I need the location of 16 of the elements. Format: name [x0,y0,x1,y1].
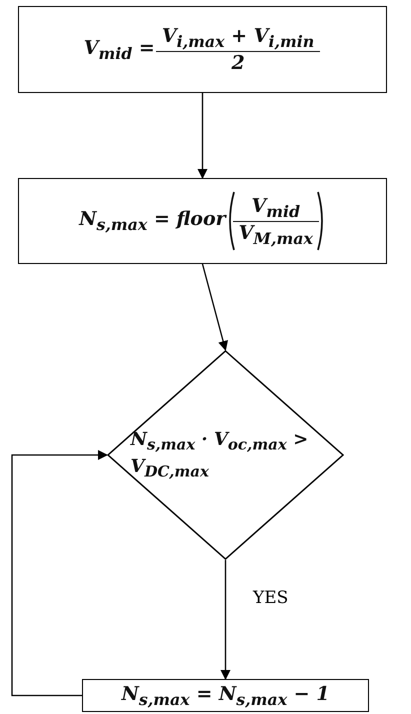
formula-text: V$_{mid}$ = [84,36,155,62]
decision-diamond [107,350,344,560]
denominator: V$_{M,max}$ [238,222,314,248]
arrow [202,264,228,351]
process-box [18,6,387,93]
process-box [82,679,369,712]
denominator: 2 [230,52,246,74]
numerator: V$_{mid}$ [250,194,302,220]
numerator: V$_{i,max}$ + V$_{i,min}$ [160,25,316,51]
arrow [11,450,108,696]
formula-text: N$_{s,max}$ = N$_{s,max}$ − 1 [121,682,330,708]
formula-text: N$_{s,max}$ = floor [79,208,226,234]
arrow [220,560,230,680]
condition-text: N$_{s,max}$ · V$_{oc,max}$ > V$_{DC,max}$ [130,428,310,482]
process-box [18,178,387,264]
arrow [198,93,208,179]
